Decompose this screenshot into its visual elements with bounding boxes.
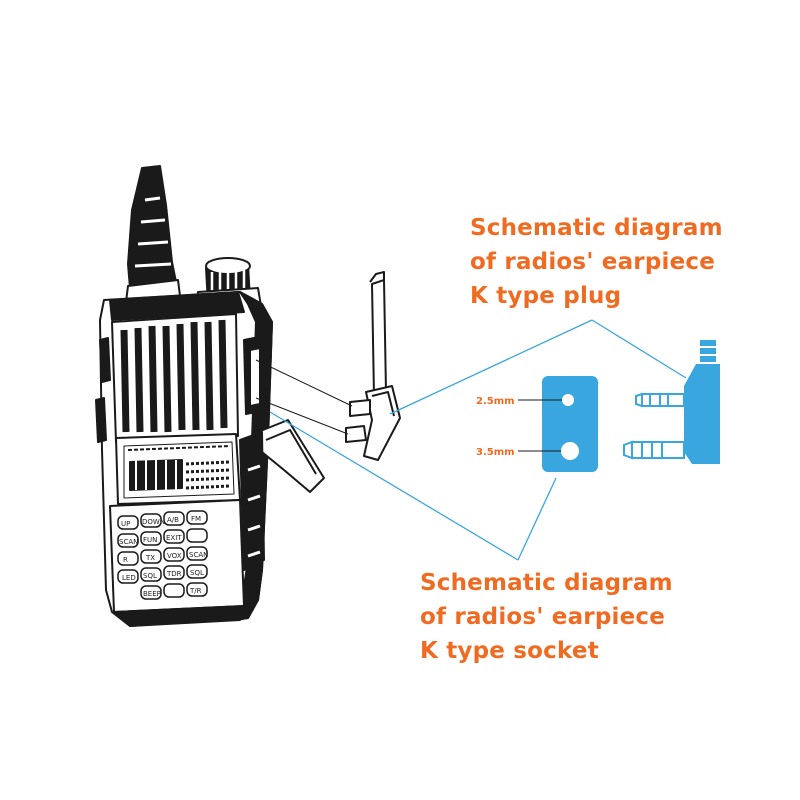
port-guide-lines	[255, 359, 353, 435]
key-label: VOX	[167, 552, 182, 560]
k-type-socket-icon	[518, 376, 598, 472]
key-label: FM	[191, 515, 201, 523]
key-label: TDR	[166, 570, 182, 578]
keypad: UP DOWN A/B FM SCAN FUN EXIT SCAN TX VOX…	[109, 499, 245, 613]
key-label: A/B	[167, 516, 179, 524]
key-label: TX	[145, 554, 155, 562]
socket-caption-line: Schematic diagram	[420, 570, 673, 596]
speaker-grille	[111, 313, 239, 443]
key-label: SQL	[190, 569, 204, 577]
socket-caption-line: K type socket	[420, 638, 599, 664]
key-label: UP	[121, 520, 130, 528]
key-label: SCAN	[189, 551, 208, 559]
plug-leader-lines	[389, 319, 687, 415]
key-label: DOWN	[142, 518, 165, 526]
key-label: FUN	[143, 536, 157, 544]
lcd-display	[115, 433, 241, 505]
key-label: EXIT	[166, 534, 182, 542]
socket-caption: Schematic diagram of radios' earpiece K …	[420, 566, 673, 668]
plug-caption: Schematic diagram of radios' earpiece K …	[470, 211, 723, 313]
antenna	[125, 165, 181, 303]
key-label: SQL	[143, 572, 157, 580]
earpiece-plug-illustration	[345, 271, 401, 461]
key-label: R	[123, 556, 128, 564]
large-hole-label: 3.5mm	[476, 447, 515, 458]
key-label: BEEP	[143, 590, 161, 598]
plug-caption-line: K type plug	[470, 283, 622, 309]
socket-leader-lines	[269, 411, 557, 561]
walkie-talkie-illustration: UP DOWN A/B FM SCAN FUN EXIT SCAN TX VOX…	[95, 165, 325, 627]
key-label: T/R	[189, 587, 202, 595]
key-label: SCAN	[119, 538, 138, 546]
k-type-plug-icon	[623, 340, 720, 464]
key-label: LED	[122, 574, 136, 582]
small-hole-label: 2.5mm	[476, 396, 515, 407]
plug-caption-line: of radios' earpiece	[470, 249, 716, 275]
plug-caption-line: Schematic diagram	[470, 215, 723, 241]
socket-caption-line: of radios' earpiece	[420, 604, 666, 630]
